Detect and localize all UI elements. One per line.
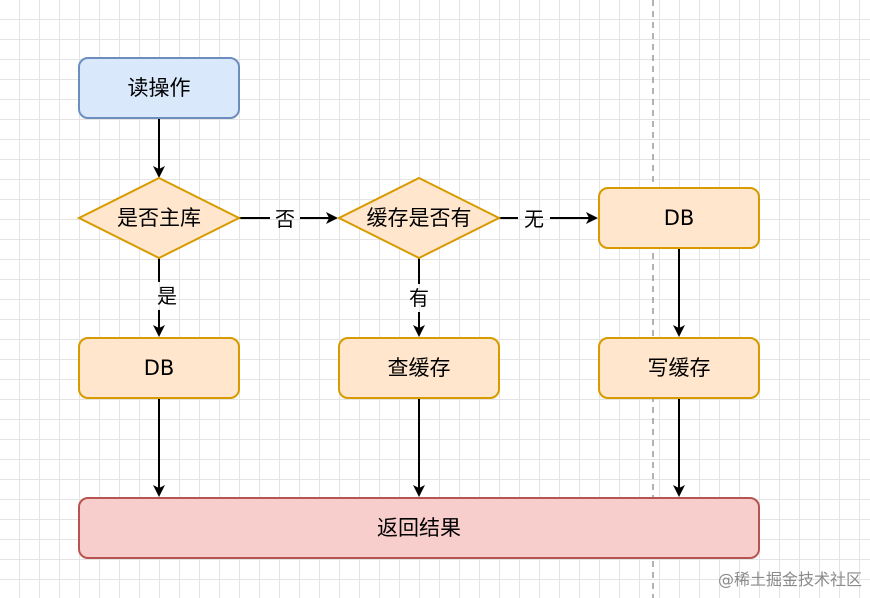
node-query-cache: 查缓存 xyxy=(338,337,500,399)
node-read-op: 读操作 xyxy=(78,57,240,119)
node-read-op-label: 读操作 xyxy=(128,76,191,100)
node-query-cache-label: 查缓存 xyxy=(388,356,451,380)
edges xyxy=(153,118,685,497)
edge-label-has: 有 xyxy=(409,286,429,310)
node-db-right: DB xyxy=(598,187,760,249)
node-db-left: DB xyxy=(78,337,240,399)
edge-label-no: 否 xyxy=(275,207,295,231)
node-is-master: 是否主库 xyxy=(76,176,242,260)
node-is-master-label: 是否主库 xyxy=(117,206,201,230)
node-return-result: 返回结果 xyxy=(78,497,760,559)
node-return-result-label: 返回结果 xyxy=(377,516,461,540)
watermark-text: @稀土掘金技术社区 xyxy=(718,570,862,589)
node-has-cache: 缓存是否有 xyxy=(336,176,502,260)
edge-label-none: 无 xyxy=(524,207,544,231)
node-db-left-label: DB xyxy=(144,356,175,380)
node-write-cache: 写缓存 xyxy=(598,337,760,399)
node-db-right-label: DB xyxy=(664,206,695,230)
node-has-cache-label: 缓存是否有 xyxy=(367,206,472,230)
edge-label-yes: 是 xyxy=(157,284,177,308)
node-write-cache-label: 写缓存 xyxy=(648,356,711,380)
